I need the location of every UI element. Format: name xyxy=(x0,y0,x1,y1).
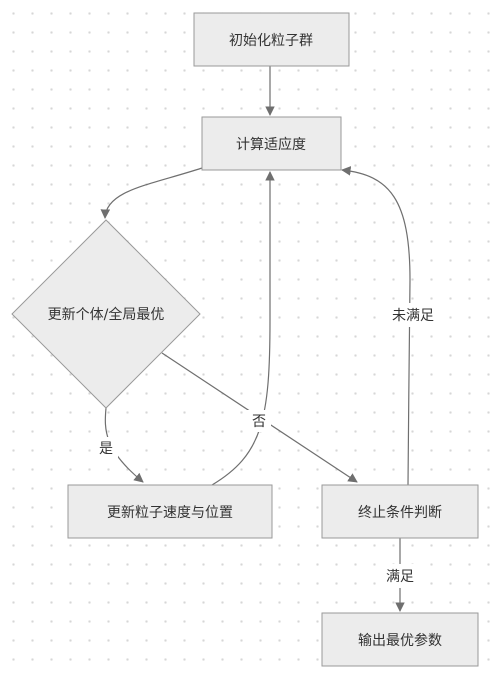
edge-label-no: 否 xyxy=(252,414,266,430)
node-terminate-label: 终止条件判断 xyxy=(358,504,442,521)
edge-label-yes-bg xyxy=(94,437,118,459)
node-terminate[interactable]: 终止条件判断 xyxy=(321,484,479,539)
node-update-vel-label: 更新粒子速度与位置 xyxy=(107,505,233,521)
node-fitness[interactable]: 计算适应度 xyxy=(201,116,342,171)
node-init[interactable]: 初始化粒子群 xyxy=(193,12,350,67)
edge-terminate-to-fitness xyxy=(341,166,411,486)
node-fitness-label: 计算适应度 xyxy=(236,136,306,153)
node-output-label: 输出最优参数 xyxy=(358,632,442,649)
edge-label-satisfied: 满足 xyxy=(386,569,414,585)
edge-label-not-satisfied: 未满足 xyxy=(392,308,434,324)
edge-label-no-bg xyxy=(247,410,271,432)
edge-label-yes: 是 xyxy=(99,441,113,457)
node-output[interactable]: 输出最优参数 xyxy=(321,612,479,667)
node-update-vel[interactable]: 更新粒子速度与位置 xyxy=(67,484,273,539)
node-update-best-label: 更新个体/全局最优 xyxy=(48,306,165,323)
edge-update-vel-to-fitness xyxy=(211,171,275,486)
edge-fitness-to-update-best xyxy=(100,167,203,219)
edge-label-not-satisfied-bg xyxy=(385,303,441,327)
node-init-label: 初始化粒子群 xyxy=(229,32,313,49)
edge-label-satisfied-bg xyxy=(379,564,421,588)
node-update-best[interactable]: 更新个体/全局最优 xyxy=(11,219,201,409)
